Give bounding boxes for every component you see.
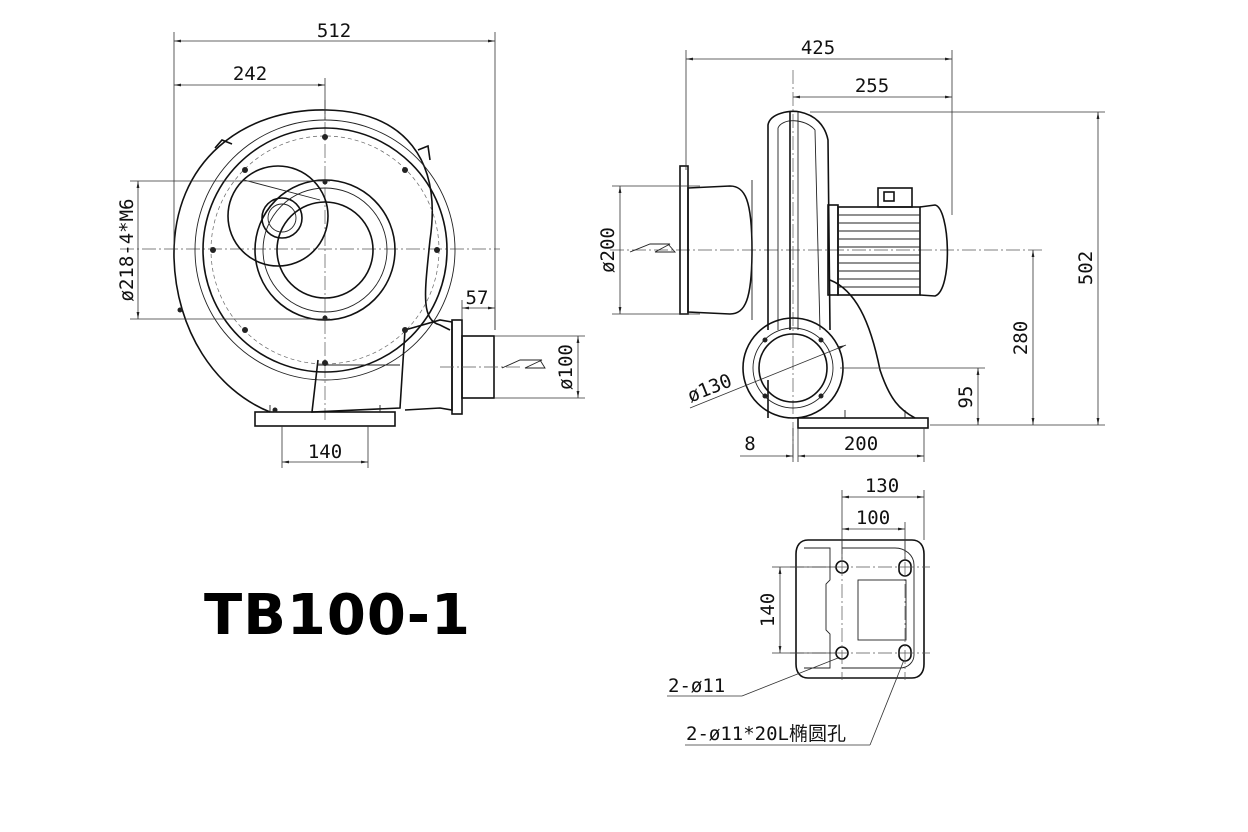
model-title: TB100-1 [204,583,471,648]
callout-round-holes: 2-ø11 [668,675,725,697]
dim-base-length: 200 [844,433,878,455]
dim-hole-spacing-y: 140 [757,593,779,627]
dim-inlet-offset: 242 [233,63,267,85]
dim-front-offset: 8 [744,433,755,455]
dim-hole-spacing-x: 100 [856,507,890,529]
side-dimensions: 425 255 ø200 502 280 95 ø130 8 200 [597,37,1105,462]
dim-outlet-height: 95 [955,386,977,409]
dim-plate-width: 130 [865,475,899,497]
dim-overall-length: 425 [801,37,835,59]
dim-center-height: 280 [1010,321,1032,355]
base-plate-dimensions: 130 100 140 2-ø11 2-ø11*20L椭圆孔 [667,475,925,746]
dim-motor-length: 255 [855,75,889,97]
dim-outlet-diameter-side: ø130 [684,370,735,408]
dim-base-width: 140 [308,441,342,463]
dim-overall-height: 502 [1075,251,1097,285]
dim-flange-callout: ø218-4*M6 [116,199,138,302]
dim-inlet-diameter: ø200 [597,227,619,273]
dim-outlet-diameter: ø100 [555,344,577,390]
base-plate-view [790,539,930,680]
callout-slot-holes: 2-ø11*20L椭圆孔 [686,723,846,745]
side-view [610,70,1045,460]
front-dimensions: 512 242 ø218-4*M6 57 ø100 140 [116,20,585,468]
dim-overall-width: 512 [317,20,351,42]
dim-outlet-extension: 57 [466,287,489,309]
front-view [120,100,520,427]
